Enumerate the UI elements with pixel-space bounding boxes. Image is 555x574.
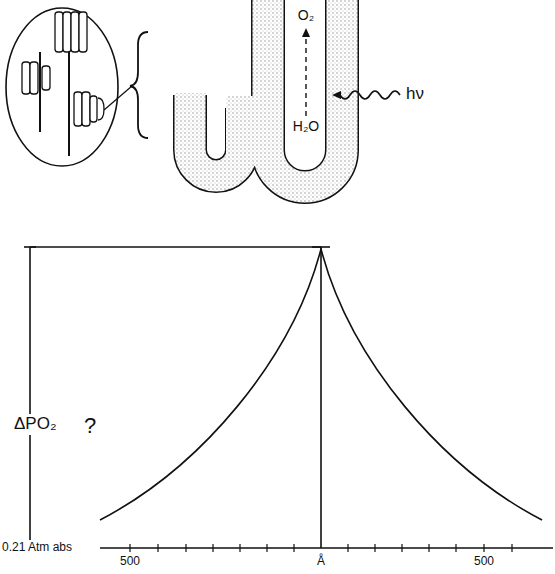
question-mark: ? [84,414,96,438]
tick-label: 500 [120,555,140,568]
molecule-label: H₂O [293,119,319,134]
axis-label: ΔPO₂ [12,414,59,435]
light-label: hν [406,85,424,104]
bracket [130,32,148,138]
chloroplast [6,8,118,166]
molecule-label: O₂ [298,8,314,23]
baseline-label: 0.21 Atm abs [2,541,72,554]
graph [24,247,553,552]
unit-label: Å [317,555,325,568]
light-arrow [336,91,400,99]
thylakoid-membrane [190,0,342,187]
dashed-arrow [305,32,306,116]
leader-line [104,86,132,110]
tick-label: 500 [474,555,494,568]
